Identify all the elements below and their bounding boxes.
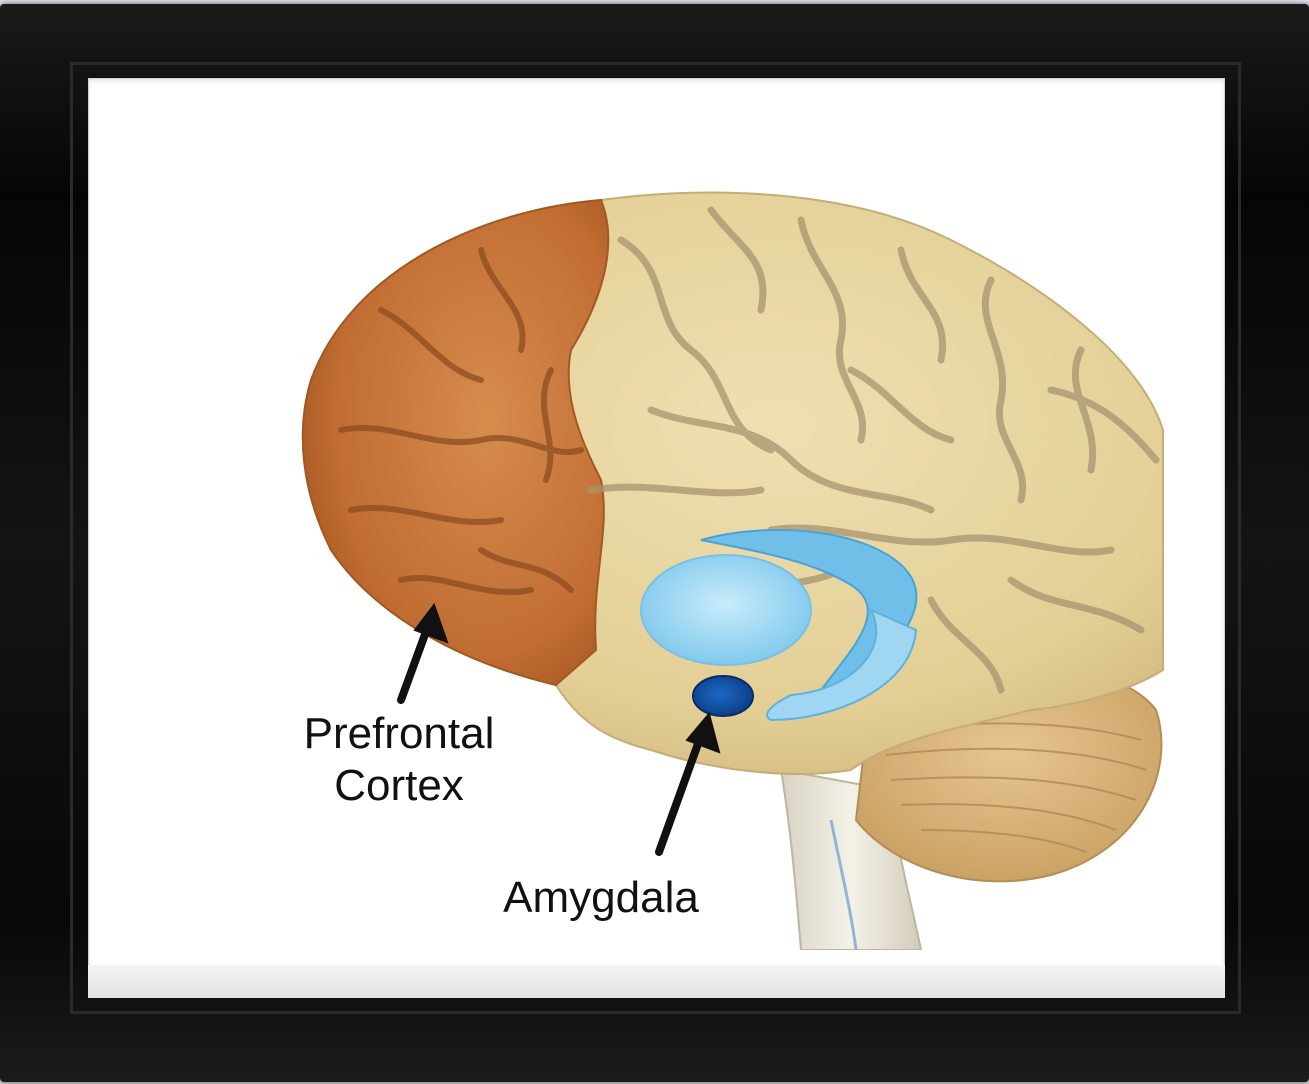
prefrontal-label-line2: Cortex	[279, 760, 519, 812]
brain-svg	[151, 130, 1165, 950]
amygdala	[693, 676, 753, 716]
prefrontal-cortex-label: Prefrontal Cortex	[279, 708, 519, 812]
prefrontal-label-line1: Prefrontal	[279, 708, 519, 760]
mat-bottom-shade	[88, 965, 1225, 998]
amygdala-label: Amygdala	[471, 872, 731, 924]
lateral-ventricle-body	[641, 555, 811, 665]
brain-illustration: Prefrontal Cortex Amygdala	[151, 130, 1165, 950]
